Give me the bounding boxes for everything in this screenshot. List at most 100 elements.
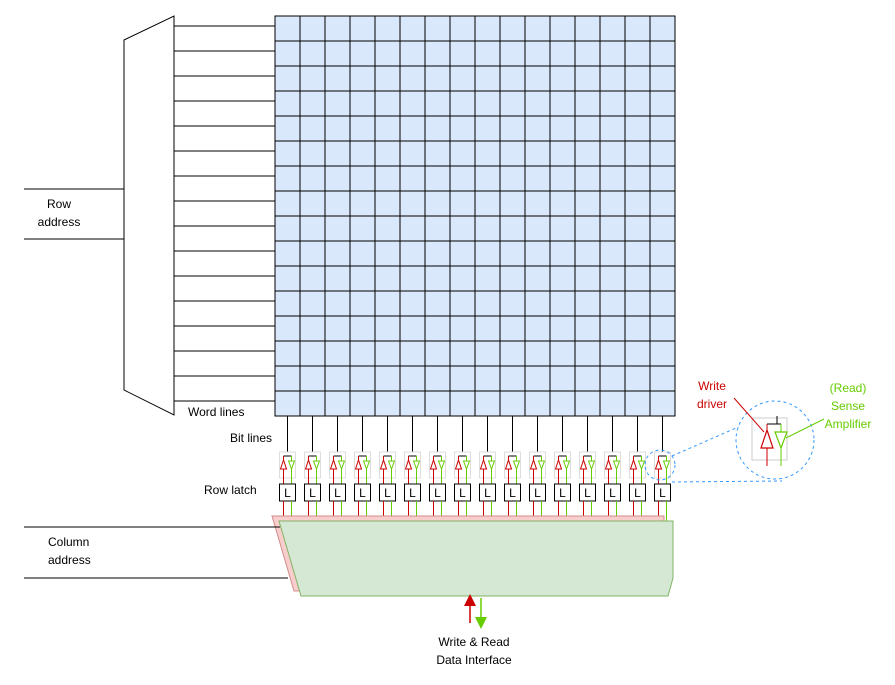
sense-amp-label-1: (Read)	[830, 381, 867, 395]
memory-cell	[424, 40, 451, 67]
memory-cell	[474, 365, 501, 392]
memory-cell	[624, 290, 651, 317]
sense-amp-icon	[637, 460, 646, 471]
memory-cell	[474, 265, 501, 292]
memory-cell	[549, 90, 576, 117]
memory-cell	[374, 140, 401, 167]
memory-cell	[274, 90, 301, 117]
memory-cell	[499, 240, 526, 267]
memory-cell	[499, 65, 526, 92]
word-lines	[174, 25, 275, 402]
sense-amp-icon	[287, 460, 296, 471]
zoom-sense-amp-icon	[774, 431, 788, 450]
memory-cell	[474, 240, 501, 267]
driver-box	[529, 451, 546, 479]
memory-cell	[624, 340, 651, 367]
memory-cell	[349, 365, 376, 392]
write-driver-icon	[554, 458, 563, 470]
memory-cell	[649, 190, 676, 217]
memory-cell	[549, 115, 576, 142]
memory-cell	[549, 40, 576, 67]
memory-cell	[624, 215, 651, 242]
memory-cell	[499, 365, 526, 392]
memory-cell	[399, 265, 426, 292]
memory-cell	[549, 215, 576, 242]
memory-cell	[424, 115, 451, 142]
memory-cell	[649, 240, 676, 267]
bit-lines-label: Bit lines	[230, 431, 272, 445]
memory-cell-array	[274, 15, 676, 417]
row-latch-cell	[329, 483, 346, 502]
memory-cell	[649, 90, 676, 117]
memory-cell	[324, 165, 351, 192]
write-driver-icon	[479, 458, 488, 470]
memory-cell	[274, 65, 301, 92]
row-latch-cell	[379, 483, 396, 502]
memory-cell	[574, 15, 601, 42]
driver-box	[554, 451, 571, 479]
latch-letter: L	[484, 486, 491, 500]
memory-cell	[324, 215, 351, 242]
memory-cell	[599, 15, 626, 42]
memory-cell	[599, 190, 626, 217]
memory-cell	[449, 340, 476, 367]
memory-cell	[449, 165, 476, 192]
write-driver-icon	[354, 458, 363, 470]
memory-cell	[449, 140, 476, 167]
memory-cell	[574, 190, 601, 217]
latch-letter: L	[584, 486, 591, 500]
memory-cell	[599, 390, 626, 417]
memory-cell	[324, 65, 351, 92]
memory-cell	[274, 265, 301, 292]
latch-letter: L	[459, 486, 466, 500]
row-latch-cell	[554, 483, 571, 502]
memory-cell	[424, 390, 451, 417]
memory-cell	[474, 190, 501, 217]
memory-cell	[349, 165, 376, 192]
memory-cell	[474, 115, 501, 142]
memory-cell	[349, 290, 376, 317]
memory-cell	[649, 15, 676, 42]
memory-cell	[649, 115, 676, 142]
memory-cell	[599, 290, 626, 317]
memory-cell	[449, 90, 476, 117]
memory-cell	[524, 165, 551, 192]
sense-amp-icon	[437, 460, 446, 471]
memory-cell	[424, 340, 451, 367]
memory-cell	[624, 65, 651, 92]
memory-cell	[649, 390, 676, 417]
bit-column: L	[529, 416, 546, 521]
sense-amp-icon	[612, 460, 621, 471]
word-lines-label: Word lines	[188, 405, 244, 419]
memory-cell	[574, 40, 601, 67]
data-interface-label-1: Write & Read	[438, 635, 509, 649]
memory-cell	[374, 365, 401, 392]
driver-box	[379, 451, 396, 479]
memory-cell	[624, 40, 651, 67]
memory-cell	[574, 340, 601, 367]
memory-cell	[299, 40, 326, 67]
memory-cell	[499, 390, 526, 417]
row-decoder	[123, 15, 175, 416]
row-latch-cell	[404, 483, 421, 502]
memory-cell	[449, 365, 476, 392]
memory-cell	[599, 115, 626, 142]
memory-cell	[649, 315, 676, 342]
memory-cell	[649, 165, 676, 192]
memory-cell	[524, 340, 551, 367]
memory-cell	[299, 340, 326, 367]
memory-cell	[324, 265, 351, 292]
memory-cell	[374, 265, 401, 292]
sense-amp-pointer	[785, 418, 825, 439]
memory-cell	[624, 265, 651, 292]
memory-cell	[374, 65, 401, 92]
memory-cell	[274, 115, 301, 142]
bit-column: L	[404, 416, 421, 521]
memory-cell	[399, 165, 426, 192]
row-latch-cell	[579, 483, 596, 502]
memory-cell	[299, 290, 326, 317]
memory-cell	[649, 215, 676, 242]
memory-cell	[524, 190, 551, 217]
latch-letter: L	[434, 486, 441, 500]
